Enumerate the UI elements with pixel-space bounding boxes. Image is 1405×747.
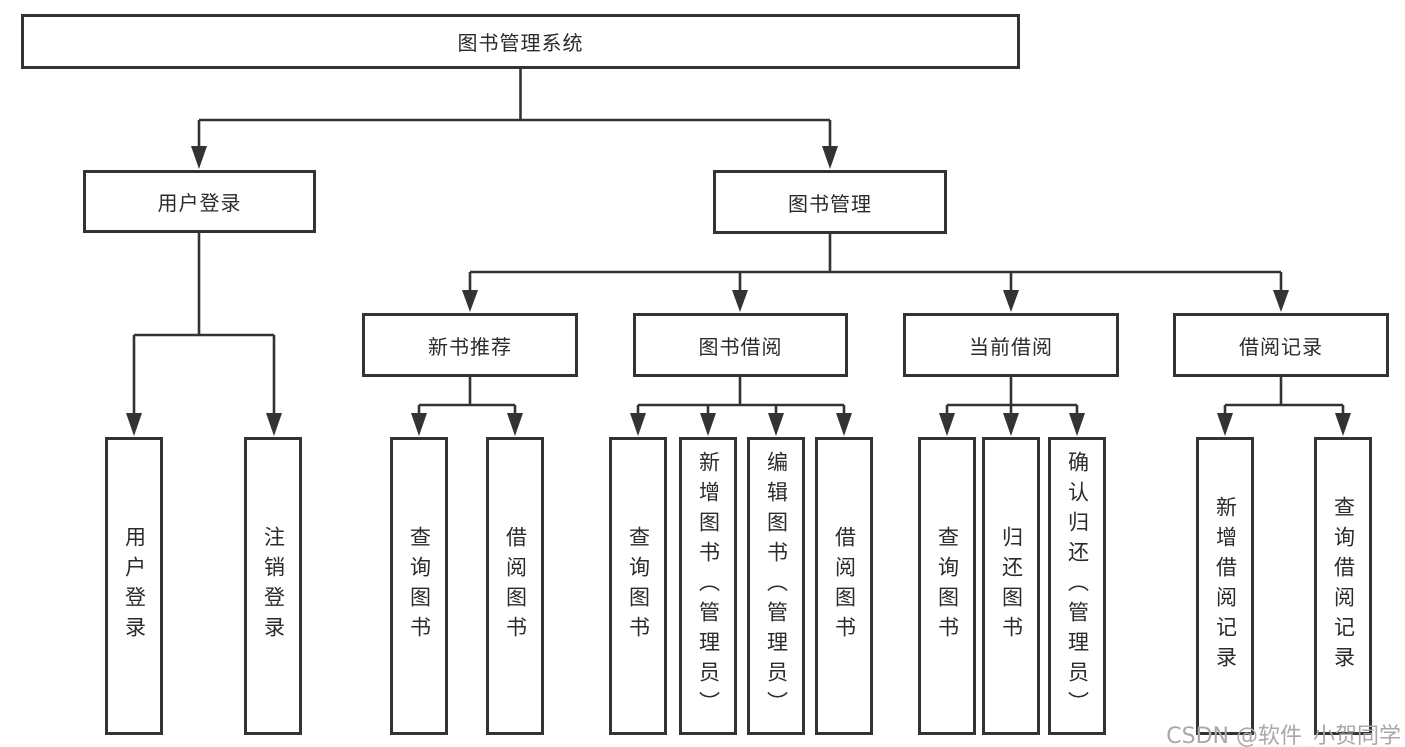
node-label: 归还图书 — [999, 526, 1024, 646]
node-label: 查询图书 — [935, 526, 960, 646]
csdn-watermark: CSDN @软件_小贺同学 — [1166, 724, 1401, 747]
node-label: 借阅图书 — [832, 526, 857, 646]
node-current-borrowing: 当前借阅 — [903, 313, 1119, 377]
node-label: 新增借阅记录 — [1213, 496, 1238, 676]
node-label: 图书借阅 — [698, 334, 783, 359]
node-label: 借阅图书 — [503, 526, 528, 646]
leaf-query-books-current: 查询图书 — [918, 437, 976, 735]
leaf-user-login: 用户登录 — [105, 437, 163, 735]
node-label: 新书推荐 — [428, 334, 512, 359]
node-library-management-system: 图书管理系统 — [21, 14, 1020, 69]
leaf-return-books: 归还图书 — [982, 437, 1040, 735]
node-user-login: 用户登录 — [83, 170, 316, 233]
node-new-book-recommendation: 新书推荐 — [362, 313, 578, 377]
leaf-query-books-recommend: 查询图书 — [390, 437, 448, 735]
node-label: 确认归还（管理员） — [1065, 451, 1090, 721]
node-book-borrowing: 图书借阅 — [633, 313, 848, 377]
leaf-logout-login: 注销登录 — [244, 437, 302, 735]
node-label: 用户登录 — [122, 526, 147, 646]
node-label: 查询借阅记录 — [1331, 496, 1356, 676]
leaf-new-borrow-record: 新增借阅记录 — [1196, 437, 1254, 735]
leaf-edit-book-admin: 编辑图书（管理员） — [747, 437, 805, 735]
leaf-borrow-books-recommend: 借阅图书 — [486, 437, 544, 735]
node-label: 查询图书 — [407, 526, 432, 646]
leaf-query-books-borrow: 查询图书 — [609, 437, 667, 735]
node-borrowing-records: 借阅记录 — [1173, 313, 1389, 377]
node-label: 编辑图书（管理员） — [764, 451, 789, 721]
node-label: 图书管理系统 — [457, 31, 584, 55]
node-label: 当前借阅 — [969, 334, 1053, 359]
node-book-management: 图书管理 — [713, 170, 947, 234]
leaf-query-borrow-record: 查询借阅记录 — [1314, 437, 1372, 735]
leaf-confirm-return-admin: 确认归还（管理员） — [1048, 437, 1106, 735]
leaf-add-book-admin: 新增图书（管理员） — [679, 437, 737, 735]
node-label: 注销登录 — [261, 526, 286, 646]
node-label: 新增图书（管理员） — [696, 451, 721, 721]
node-label: 用户登录 — [157, 191, 242, 215]
node-label: 借阅记录 — [1239, 334, 1323, 359]
node-label: 查询图书 — [626, 526, 651, 646]
leaf-borrow-books: 借阅图书 — [815, 437, 873, 735]
node-label: 图书管理 — [788, 191, 872, 216]
